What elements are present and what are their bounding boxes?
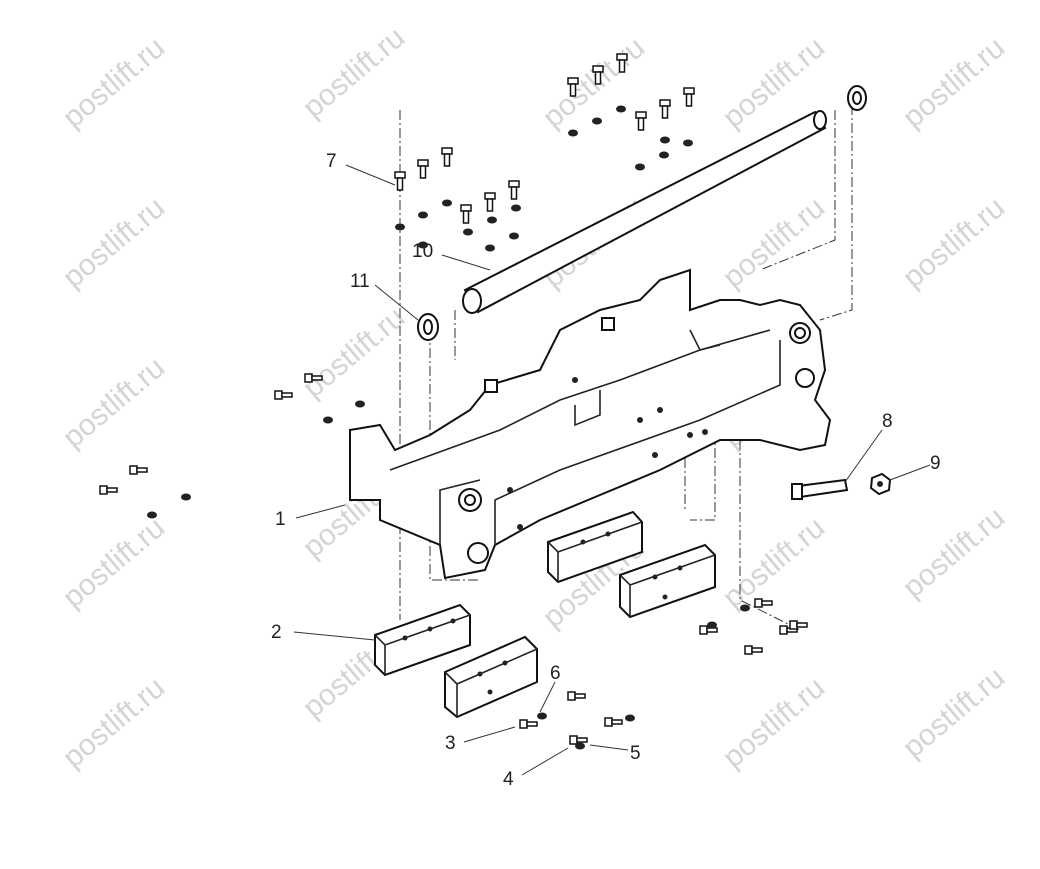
screw-icon xyxy=(99,485,118,495)
watermark-text: postlift.ru xyxy=(717,191,831,295)
label-7: 7 xyxy=(326,151,337,172)
shaft-part-10 xyxy=(462,110,827,314)
screw-icon xyxy=(744,645,763,655)
washer-icon xyxy=(147,511,157,519)
washer-icon xyxy=(683,139,693,147)
slide-blocks-part-2 xyxy=(374,510,716,719)
screw-icon xyxy=(604,717,623,727)
watermark-text: postlift.ru xyxy=(897,501,1011,605)
label-11: 11 xyxy=(350,271,370,292)
bolt-icon xyxy=(635,111,647,131)
washer-icon xyxy=(568,129,578,137)
washer-icon xyxy=(463,228,473,236)
screw-icon xyxy=(567,691,586,701)
main-frame-part-1 xyxy=(349,268,832,580)
watermark-text: postlift.ru xyxy=(897,31,1011,135)
watermark-text: postlift.ru xyxy=(297,21,411,125)
leader-lines xyxy=(293,164,931,776)
washer-icon xyxy=(509,232,519,240)
screw-icon xyxy=(519,719,538,729)
label-8: 8 xyxy=(882,411,893,432)
washer-icon xyxy=(485,244,495,252)
bolt-icon xyxy=(616,53,628,73)
washer-icon xyxy=(660,136,670,144)
watermark-text: postlift.ru xyxy=(57,31,171,135)
ring-washers-part-11 xyxy=(417,85,867,341)
label-5: 5 xyxy=(630,743,641,764)
washer-icon xyxy=(537,712,547,720)
screw-icon xyxy=(754,598,773,608)
bolt-icon xyxy=(394,171,406,191)
washer-icon xyxy=(323,416,333,424)
watermark-text: postlift.ru xyxy=(57,671,171,775)
pin-part-8 xyxy=(791,478,849,500)
washer-icon xyxy=(355,400,365,408)
label-3: 3 xyxy=(445,733,456,754)
nut-part-9 xyxy=(869,472,892,496)
bolt-icon xyxy=(441,147,453,167)
washer-icon xyxy=(575,742,585,750)
washer-icon xyxy=(511,204,521,212)
washer-icon xyxy=(625,714,635,722)
watermark-text: postlift.ru xyxy=(297,301,411,405)
watermark-text: postlift.ru xyxy=(717,511,831,615)
screw-icon xyxy=(779,625,798,635)
bolt-icon xyxy=(508,180,520,200)
label-6: 6 xyxy=(550,663,561,684)
screw-icon xyxy=(274,390,293,400)
bolt-icon xyxy=(683,87,695,107)
bolt-icon xyxy=(567,77,579,97)
part-labels: 1 2 3 4 5 6 7 8 9 10 11 xyxy=(271,151,941,790)
label-10: 10 xyxy=(412,241,433,262)
watermark-text: postlift.ru xyxy=(57,511,171,615)
washer-icon xyxy=(740,604,750,612)
washer-icon xyxy=(418,211,428,219)
label-1: 1 xyxy=(275,509,286,530)
label-4: 4 xyxy=(503,769,514,790)
washer-icon xyxy=(442,199,452,207)
washer-icon xyxy=(487,216,497,224)
assembly-lines xyxy=(399,105,853,631)
label-9: 9 xyxy=(930,453,941,474)
bolt-icon xyxy=(417,159,429,179)
screw-icon xyxy=(304,373,323,383)
watermark-text: postlift.ru xyxy=(57,351,171,455)
washer-icon xyxy=(635,163,645,171)
bolt-icon xyxy=(592,65,604,85)
watermark-text: postlift.ru xyxy=(897,191,1011,295)
washer-icon xyxy=(592,117,602,125)
washer-icon xyxy=(659,151,669,159)
screw-icon xyxy=(569,735,588,745)
washer-icon xyxy=(395,223,405,231)
label-2: 2 xyxy=(271,622,282,643)
washer-icon xyxy=(616,105,626,113)
screw-icon xyxy=(129,465,148,475)
bolt-icon xyxy=(460,204,472,224)
washer-icon xyxy=(181,493,191,501)
bolt-icon xyxy=(484,192,496,212)
watermark-text: postlift.ru xyxy=(897,661,1011,765)
watermark-text: postlift.ru xyxy=(717,671,831,775)
watermark-text: postlift.ru xyxy=(57,191,171,295)
screw-icon xyxy=(789,620,808,630)
bolts-and-nuts xyxy=(99,53,808,750)
bolt-icon xyxy=(659,99,671,119)
washer-icon xyxy=(707,621,717,629)
washer-icon xyxy=(418,241,428,249)
